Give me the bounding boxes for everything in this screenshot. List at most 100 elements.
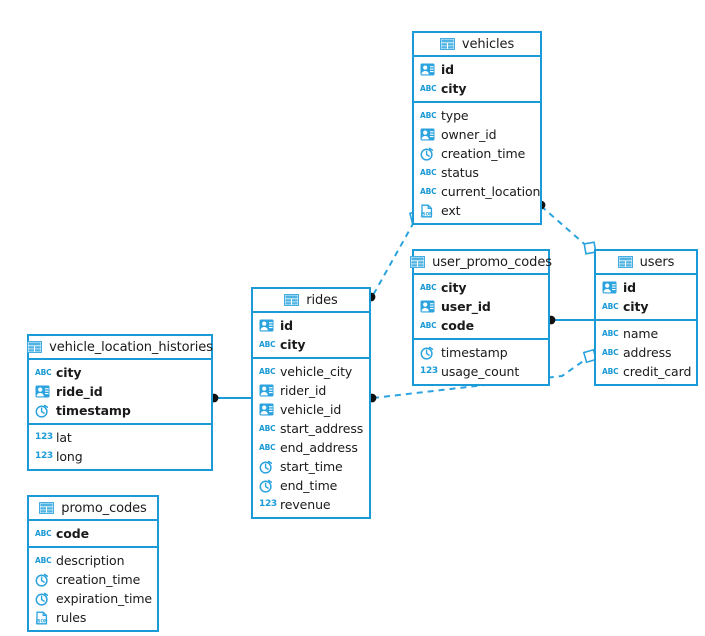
field-label: lat bbox=[56, 430, 72, 445]
field-row-ride_id[interactable]: ride_id bbox=[29, 382, 211, 401]
field-row-creation_time[interactable]: creation_time bbox=[414, 144, 540, 163]
key-person-icon bbox=[420, 300, 436, 314]
field-row-start_time[interactable]: start_time bbox=[253, 457, 369, 476]
field-label: ext bbox=[441, 203, 461, 218]
field-label: vehicle_id bbox=[280, 402, 342, 417]
field-label: rules bbox=[56, 610, 87, 625]
field-label: city bbox=[623, 299, 649, 314]
field-label: start_address bbox=[280, 421, 364, 436]
field-label: expiration_time bbox=[56, 591, 153, 606]
entity-header-vehicles[interactable]: vehicles bbox=[414, 33, 540, 57]
field-row-city[interactable]: ABC city bbox=[414, 278, 548, 297]
table-icon bbox=[410, 255, 426, 269]
entity-title: vehicles bbox=[461, 36, 515, 52]
field-label: city bbox=[441, 81, 467, 96]
abc-icon: ABC bbox=[259, 442, 276, 452]
field-label: type bbox=[441, 108, 469, 123]
clock-icon bbox=[35, 404, 51, 418]
123-icon: 123 bbox=[259, 499, 277, 509]
abc-icon: ABC bbox=[420, 282, 437, 292]
field-row-timestamp[interactable]: timestamp bbox=[29, 401, 211, 420]
field-row-vehicle_id[interactable]: vehicle_id bbox=[253, 400, 369, 419]
field-row-owner_id[interactable]: owner_id bbox=[414, 125, 540, 144]
field-label: creation_time bbox=[441, 146, 526, 161]
key-person-icon bbox=[35, 385, 51, 399]
field-row-ext[interactable]: JSON ext bbox=[414, 201, 540, 220]
abc-icon: ABC bbox=[259, 366, 276, 376]
field-row-rider_id[interactable]: rider_id bbox=[253, 381, 369, 400]
field-row-user_id[interactable]: user_id bbox=[414, 297, 548, 316]
abc-icon: ABC bbox=[420, 320, 437, 330]
123-icon: 123 bbox=[35, 432, 53, 442]
field-row-expiration_time[interactable]: expiration_time bbox=[29, 589, 157, 608]
clock-icon bbox=[420, 346, 436, 360]
field-row-end_time[interactable]: end_time bbox=[253, 476, 369, 495]
123-icon: 123 bbox=[420, 366, 438, 376]
key-person-icon bbox=[259, 403, 275, 417]
relationship-rides-vehiclelocationhistories bbox=[209, 393, 251, 403]
table-icon bbox=[439, 37, 456, 51]
relationship-userpromocodes-users bbox=[546, 315, 596, 325]
field-row-city[interactable]: ABC city bbox=[414, 79, 540, 98]
field-label: description bbox=[56, 553, 125, 568]
field-row-rules[interactable]: JSON rules bbox=[29, 608, 157, 627]
field-row-creation_time[interactable]: creation_time bbox=[29, 570, 157, 589]
abc-icon: ABC bbox=[420, 83, 437, 93]
field-row-timestamp[interactable]: timestamp bbox=[414, 343, 548, 362]
entity-header-vehicle_location_histories[interactable]: vehicle_location_histories bbox=[27, 336, 213, 360]
abc-icon: ABC bbox=[35, 367, 52, 377]
field-row-id[interactable]: id bbox=[253, 316, 369, 335]
field-row-id[interactable]: id bbox=[596, 278, 696, 297]
entity-header-user_promo_codes[interactable]: user_promo_codes bbox=[410, 251, 552, 275]
entity-header-rides[interactable]: rides bbox=[253, 289, 369, 313]
field-label: city bbox=[441, 280, 467, 295]
abc-icon: ABC bbox=[259, 339, 276, 349]
svg-text:JSON: JSON bbox=[35, 618, 48, 623]
entity-title: user_promo_codes bbox=[432, 254, 552, 270]
entity-header-promo_codes[interactable]: promo_codes bbox=[29, 497, 157, 521]
entity-header-users[interactable]: users bbox=[596, 251, 696, 275]
table-icon bbox=[27, 340, 43, 354]
json-icon: JSON bbox=[420, 204, 436, 218]
key-person-icon bbox=[420, 128, 436, 142]
key-person-icon bbox=[420, 63, 436, 77]
field-row-id[interactable]: id bbox=[414, 60, 540, 79]
field-label: ride_id bbox=[56, 384, 103, 399]
field-label: credit_card bbox=[623, 364, 692, 379]
field-label: start_time bbox=[280, 459, 343, 474]
entity-title: rides bbox=[306, 292, 338, 308]
entity-title: promo_codes bbox=[61, 500, 147, 516]
field-label: usage_count bbox=[441, 364, 520, 379]
